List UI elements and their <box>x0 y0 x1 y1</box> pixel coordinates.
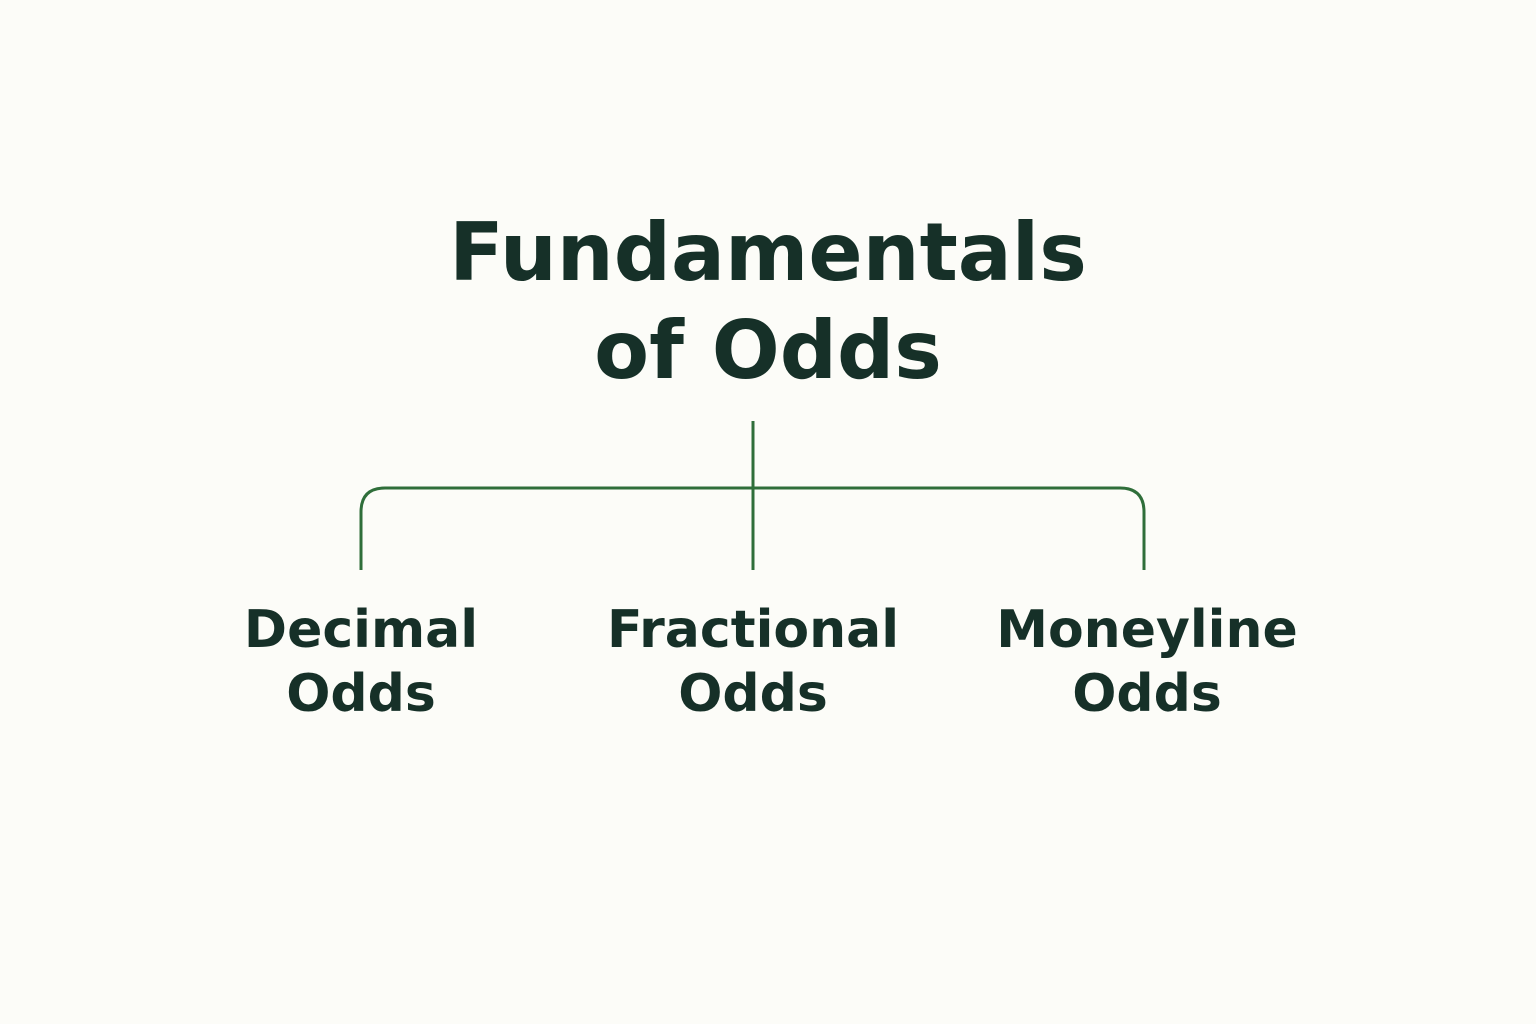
child-label-line-1: Fractional <box>606 600 900 660</box>
child-node-fractional-odds: Fractional Odds <box>543 598 963 726</box>
child-label-line-1: Decimal <box>243 600 479 660</box>
child-label-line-2: Odds <box>678 664 828 724</box>
child-node-decimal-odds: Decimal Odds <box>151 598 571 726</box>
child-label-line-2: Odds <box>1072 664 1222 724</box>
root-title-line-2: of Odds <box>594 304 942 397</box>
child-label-line-1: Moneyline <box>996 600 1298 660</box>
child-label-line-2: Odds <box>286 664 436 724</box>
child-node-moneyline-odds: Moneyline Odds <box>937 598 1357 726</box>
root-title-line-1: Fundamentals <box>449 206 1087 299</box>
root-node-title: Fundamentals of Odds <box>418 204 1118 400</box>
